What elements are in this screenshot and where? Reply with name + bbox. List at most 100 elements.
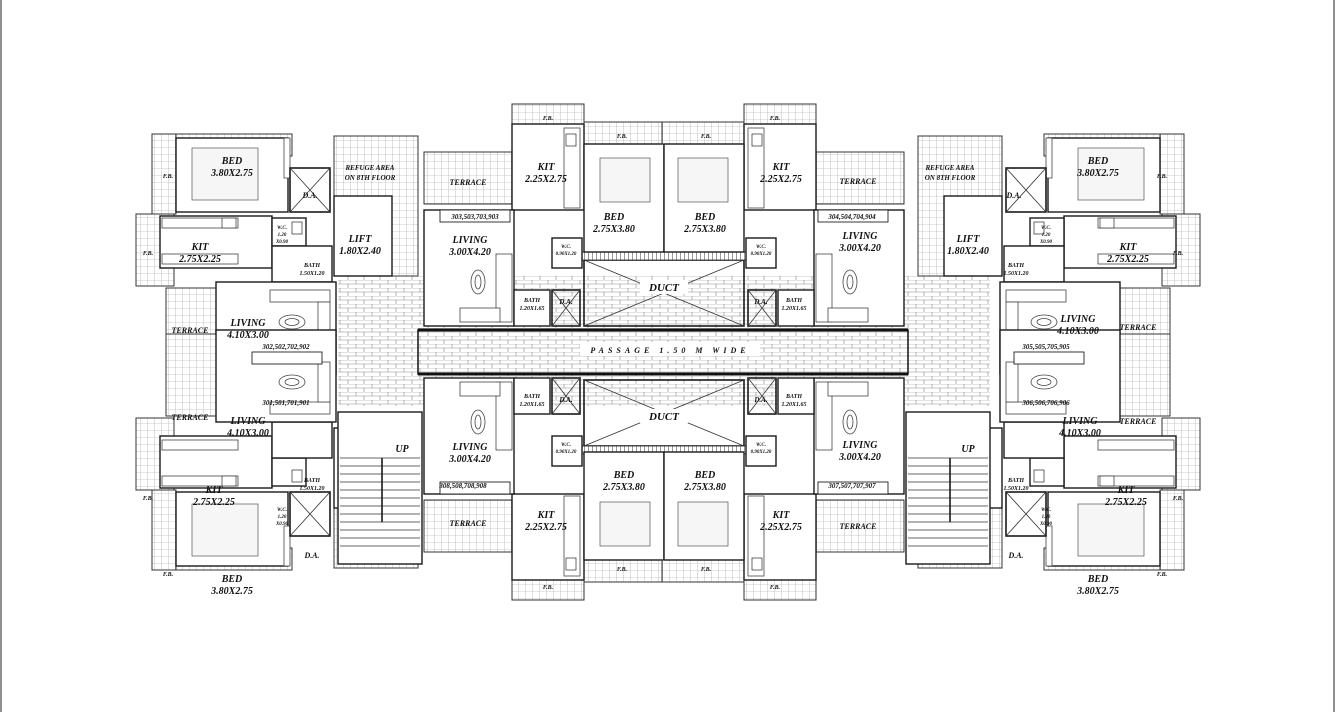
wardrobe [283, 137, 291, 179]
wc-label: X0.90 [1039, 522, 1053, 527]
living-label-title: LIVING [1059, 314, 1096, 325]
terrace-label: TERRACE [172, 413, 209, 422]
bath-label-title: BATH [303, 478, 320, 484]
fb-label: F.B. [1157, 174, 1168, 180]
fb-balcony [1159, 489, 1185, 571]
table [474, 274, 482, 290]
living-label-title: LIVING [451, 442, 488, 453]
terrace [1119, 333, 1171, 417]
bed-label-title: BED [1087, 574, 1109, 585]
kit-label-title: KIT [205, 485, 224, 496]
da-label: D.A. [558, 396, 572, 404]
living-label-size: 4.10X3.00 [1058, 428, 1101, 439]
refuge-label-size: ON 8TH FLOOR [925, 174, 976, 182]
da-shaft [551, 377, 581, 415]
duct-label: DUCT [648, 411, 680, 423]
refuge-label-title: REFUGE AREA [925, 164, 975, 172]
wc-label: W.C. [277, 226, 287, 231]
bed-label-size: 2.75X3.80 [602, 482, 645, 493]
wardrobe [1045, 525, 1053, 567]
living-label-title: LIVING [1061, 416, 1098, 427]
sink [1099, 217, 1115, 229]
bath-label-size: 1.20X1.65 [519, 402, 544, 408]
kitchen-counter [1097, 253, 1175, 265]
bed-label-size: 3.80X2.75 [210, 168, 253, 179]
living-label-size: 4.10X3.00 [1056, 326, 1099, 337]
kit-label-size: 2.25X2.75 [524, 174, 567, 185]
bath [1003, 421, 1065, 459]
bath [271, 421, 333, 459]
kitchen-counter [1097, 217, 1175, 229]
da-cross [289, 167, 331, 213]
table [474, 414, 482, 430]
wc [745, 237, 777, 269]
kitchen-counter [563, 495, 581, 577]
wc-label: 1.20 [278, 515, 287, 520]
living-label-title: LIVING [229, 318, 266, 329]
duct-bottom: DUCT [581, 379, 747, 455]
flat-number-box [439, 209, 511, 223]
sink [565, 557, 577, 571]
wc-label: W.C. [1041, 508, 1051, 513]
kitchen-counter [1097, 475, 1175, 487]
terrace-label: TERRACE [840, 177, 877, 186]
kit-label-title: KIT [772, 162, 791, 173]
bath-label-size: 1.20X1.65 [781, 306, 806, 312]
living-label-title: LIVING [841, 231, 878, 242]
da-shaft [289, 491, 331, 537]
wc-label: W.C. [1041, 226, 1051, 231]
wc-pan [291, 469, 303, 483]
kit-label-size: 2.75X2.25 [192, 497, 235, 508]
flat-number: 308,508,708,908 [438, 482, 487, 490]
bath-label-size: 1.20X1.65 [519, 306, 544, 312]
wc [745, 435, 777, 467]
bed-label-title: BED [694, 212, 716, 223]
da-label: D.A. [301, 191, 317, 200]
flat-number-box [817, 481, 889, 495]
staircase [337, 411, 423, 565]
duct-label: DUCT [648, 282, 680, 294]
wc-pan [1033, 221, 1045, 235]
sofa [1005, 401, 1067, 415]
kit-label-title: KIT [191, 242, 210, 253]
da-shaft [747, 289, 777, 327]
fb-balcony [1159, 133, 1185, 215]
sink [751, 133, 763, 147]
kitchen-counter [161, 253, 239, 265]
da-cross [289, 491, 331, 537]
living-label-title: LIVING [229, 416, 266, 427]
kitchen-counter [747, 127, 765, 209]
da-label: D.A. [303, 551, 319, 560]
sofa [815, 381, 833, 451]
bed-furniture [599, 501, 651, 547]
fb-label: F.B. [1173, 496, 1184, 502]
sofa [1005, 289, 1067, 303]
living-label-size: 4.10X3.00 [226, 330, 269, 341]
bed-furniture [677, 501, 729, 547]
living-label-title: LIVING [451, 235, 488, 246]
living-label-size: 3.00X4.20 [448, 454, 491, 465]
sofa [269, 401, 331, 415]
sink [565, 133, 577, 147]
kit-label-size: 2.75X2.25 [178, 254, 221, 265]
bed-label-title: BED [1087, 156, 1109, 167]
sink [751, 557, 763, 571]
bath [271, 245, 333, 283]
flat-number: 304,504,704,904 [827, 213, 876, 221]
wc-pan [1033, 469, 1045, 483]
wc-label: 0.90X1.20 [751, 450, 772, 455]
kit-label-size: 2.75X2.25 [1104, 497, 1147, 508]
wc-label: X0.90 [275, 240, 289, 245]
kit-label-title: KIT [537, 162, 556, 173]
flat-number: 301,501,701,901 [261, 399, 309, 407]
plan-content: BED3.80X2.75KIT2.75X2.25LIVING4.10X3.00T… [135, 103, 1201, 601]
living-label-size: 3.00X4.20 [838, 452, 881, 463]
terrace [815, 151, 905, 205]
fb-label: F.B. [143, 251, 154, 257]
sofa [827, 381, 869, 397]
terrace-label: TERRACE [840, 522, 877, 531]
sink [1099, 475, 1115, 487]
bed-label-title: BED [221, 574, 243, 585]
bath-label-title: BATH [1007, 263, 1024, 269]
bed-label-size: 2.75X3.80 [592, 224, 635, 235]
